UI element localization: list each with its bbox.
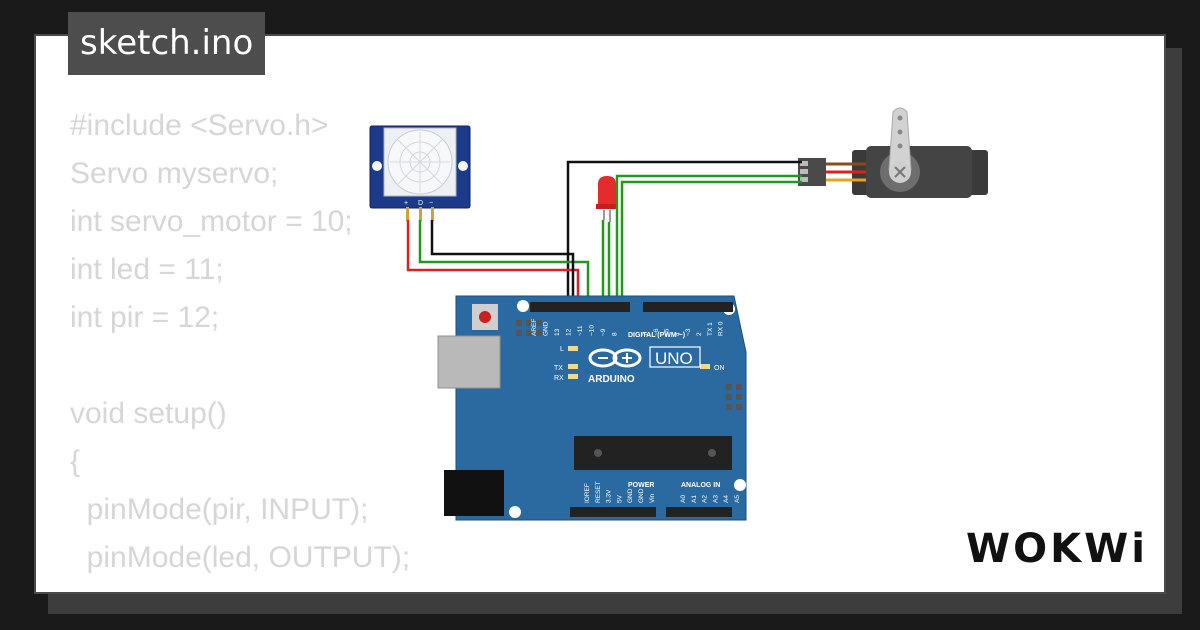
code-line: #include <Servo.h> (70, 109, 329, 142)
pin-label: GND (638, 488, 645, 503)
wokwi-logo: WOKWi (966, 526, 1148, 572)
digital-label: DIGITAL (PWM ~) (628, 332, 685, 339)
pin-label: ~5 (664, 328, 671, 336)
pin-label: 8 (612, 332, 619, 336)
pin-label: RX 0 (718, 321, 725, 336)
tx-label: TX (554, 365, 563, 372)
arduino-uno-board[interactable]: L TX RX ON DIGITAL (PWM ~) POWER ANALOG … (437, 295, 747, 521)
power-label: POWER (628, 482, 654, 489)
pin-label: ~9 (600, 328, 607, 336)
pin-label: ~11 (577, 325, 584, 336)
pin-label: GND (627, 488, 634, 503)
pin-label: ~3 (685, 328, 692, 336)
pin-label: TX 1 (707, 322, 714, 336)
pin-label: ~6 (653, 328, 660, 336)
pin-label: A3 (712, 495, 719, 503)
pin-label: 12 (566, 328, 573, 336)
board-model-label: UNO (655, 349, 693, 368)
rx-label: RX (554, 375, 564, 382)
pin-label: ~10 (589, 325, 596, 336)
code-line: pinMode(led, OUTPUT); (70, 541, 411, 574)
code-line: Servo myservo; (70, 157, 279, 190)
code-line: myservo.attach(servo_motor); (70, 582, 485, 592)
led-l-label: L (560, 346, 564, 353)
file-title: sketch.ino (68, 12, 266, 75)
code-preview: #include <Servo.h> Servo myservo; int serv… (70, 102, 485, 592)
pin-label: AREF (531, 319, 538, 336)
pin-label: A4 (723, 495, 730, 503)
arduino-logo: ARDUINO (588, 348, 642, 385)
pir-sensor[interactable]: + D − (369, 125, 471, 221)
on-label: ON (714, 365, 725, 372)
pin-label: A1 (691, 495, 698, 503)
pin-label: IOREF (584, 483, 591, 503)
pin-label: A2 (702, 495, 709, 503)
pir-pin-label: D (418, 200, 423, 207)
servo-motor[interactable] (798, 107, 988, 198)
arduino-wordmark: ARDUINO (588, 374, 635, 385)
code-line: pinMode(pir, INPUT); (70, 493, 369, 526)
code-line: int pir = 12; (70, 301, 220, 334)
pin-label: A5 (734, 495, 741, 503)
pin-label: Vin (649, 493, 656, 503)
pin-label: 5V (616, 494, 623, 503)
analog-label: ANALOG IN (681, 482, 720, 489)
pir-pin-label: − (429, 200, 433, 207)
pin-label: 4 (674, 332, 681, 336)
pin-label: 7 (642, 332, 649, 336)
pin-label: 13 (554, 328, 561, 336)
pin-label: A0 (680, 495, 687, 503)
pin-label: GND (543, 321, 550, 336)
pin-label: 2 (696, 332, 703, 336)
pin-label: RESET (595, 481, 602, 503)
wires (406, 160, 802, 306)
code-line: { (70, 445, 81, 478)
code-line: int servo_motor = 10; (70, 205, 353, 238)
pin-label: 3.3V (606, 489, 613, 503)
code-line: void setup() (70, 397, 227, 430)
led[interactable] (596, 176, 618, 222)
pir-pin-label: + (404, 200, 408, 207)
code-line: int led = 11; (70, 253, 224, 286)
